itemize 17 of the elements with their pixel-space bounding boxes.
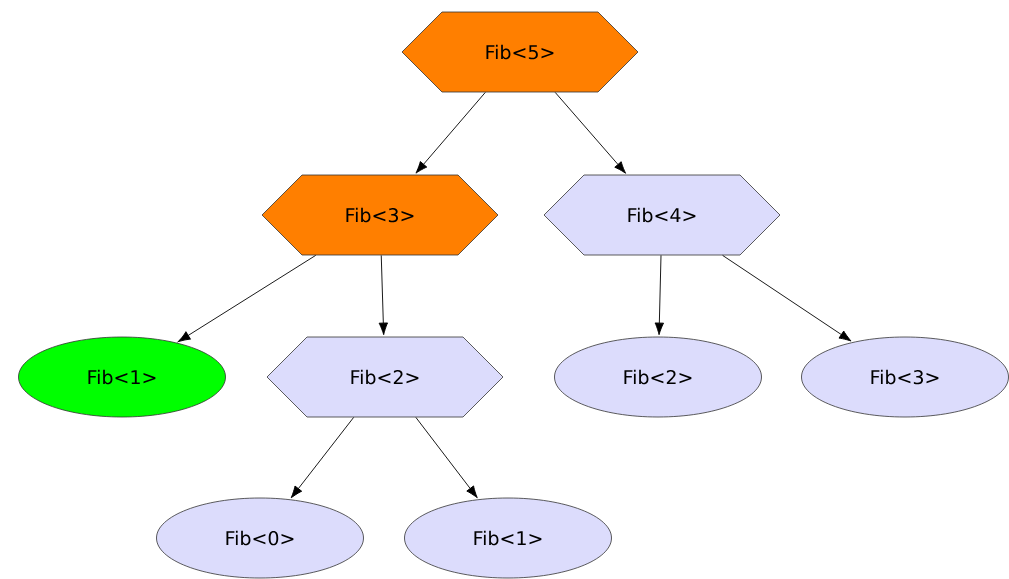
ellipse-node: Fib<0>: [156, 497, 364, 579]
ellipse-node: Fib<3>: [801, 336, 1009, 418]
arrow: [378, 254, 388, 336]
ellipse-node: Fib<1>: [404, 497, 612, 579]
arrow: [654, 254, 665, 336]
arrow: [722, 254, 852, 342]
arrow: [290, 416, 355, 499]
hexagon-node: Fib<2>: [266, 336, 504, 418]
arrow: [177, 254, 317, 343]
hexagon-node: Fib<5>: [401, 11, 639, 93]
hexagon-node: Fib<3>: [261, 174, 499, 256]
arrow: [554, 91, 627, 174]
hexagon-node: Fib<4>: [543, 174, 781, 256]
arrow: [415, 91, 486, 174]
arrow: [415, 416, 478, 499]
ellipse-node: Fib<1>: [18, 336, 226, 418]
ellipse-node: Fib<2>: [554, 336, 762, 418]
